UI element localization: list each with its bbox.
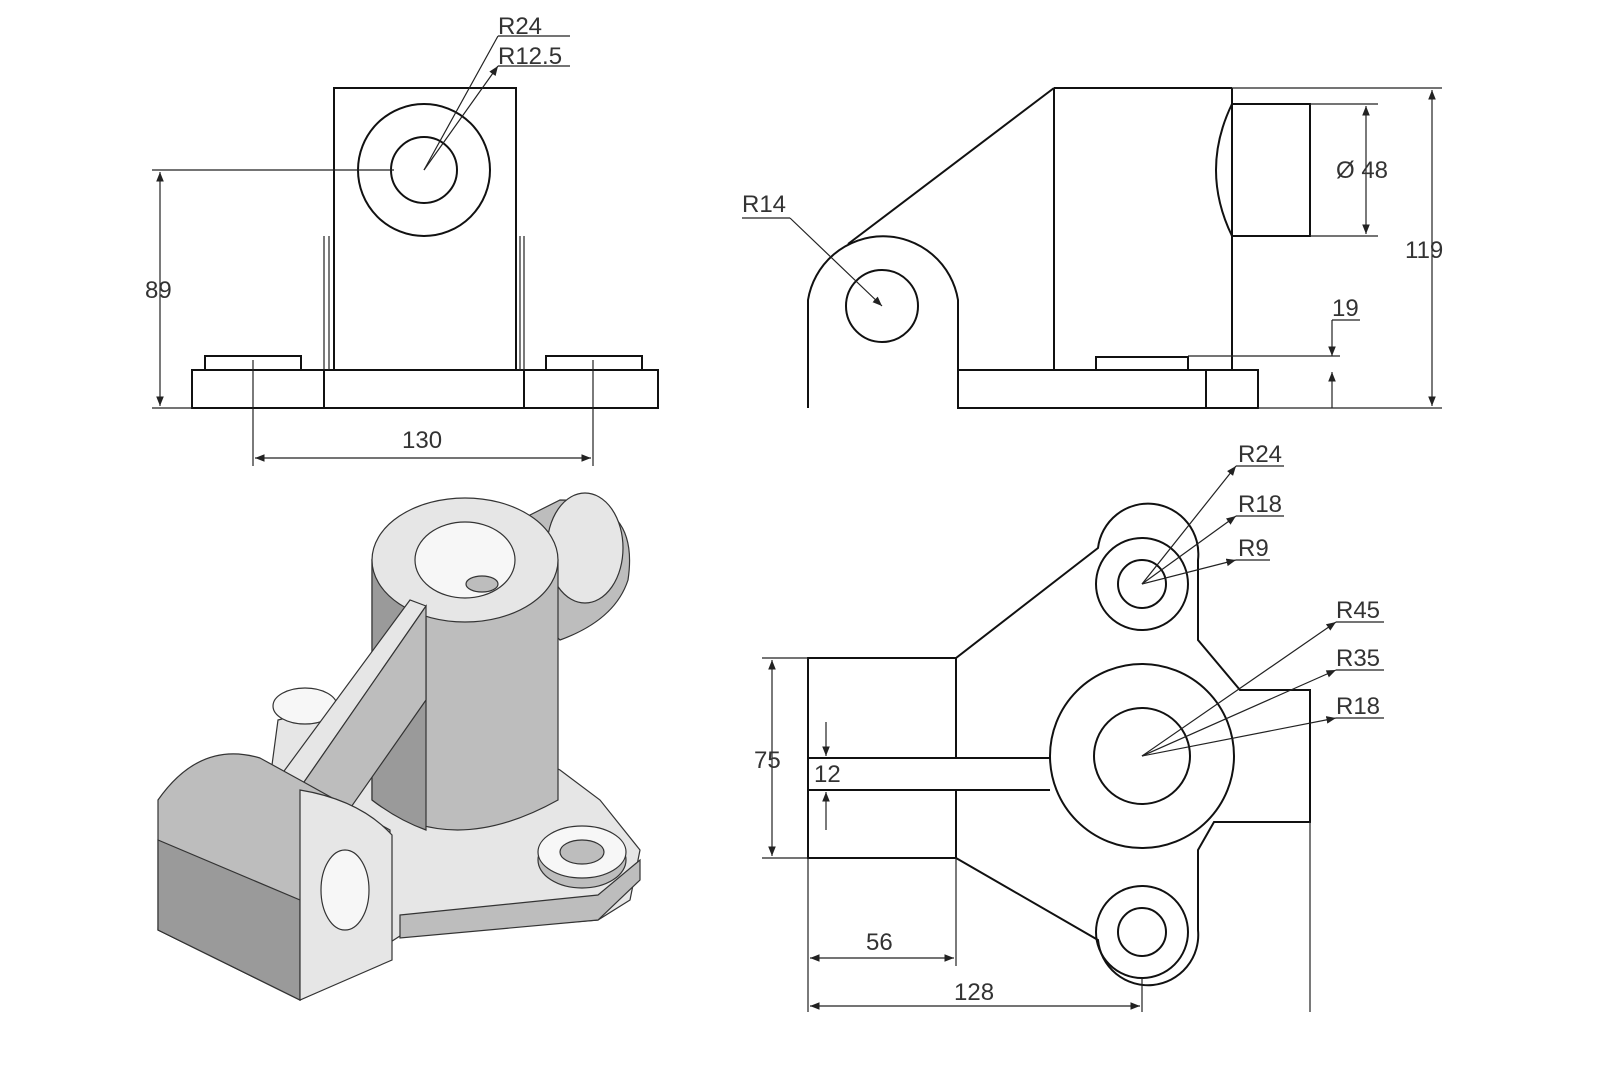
top-r-boss-mid-label: R35 <box>1336 645 1380 672</box>
side-radius-label: R14 <box>742 191 786 218</box>
top-view: R24 R18 R9 R45 R35 R18 75 12 56 128 <box>754 441 1384 1012</box>
side-total-height-label: 119 <box>1405 237 1443 264</box>
top-total-len-label: 128 <box>954 979 994 1006</box>
top-r-boss-inner-label: R18 <box>1336 693 1380 720</box>
top-r-boss-outer-label: R45 <box>1336 597 1380 624</box>
front-width-label: 130 <box>402 427 442 454</box>
isometric-view <box>157 492 641 1001</box>
top-slot-width-label: 12 <box>814 761 841 788</box>
front-view: R24 R12.5 89 130 <box>145 13 659 466</box>
side-base-label: 19 <box>1332 295 1359 322</box>
front-r-outer-label: R24 <box>498 13 542 40</box>
top-r-ear-inner-label: R9 <box>1238 535 1269 562</box>
top-r-ear-mid-label: R18 <box>1238 491 1282 518</box>
top-block-height-label: 75 <box>754 747 781 774</box>
top-block-len-label: 56 <box>866 929 893 956</box>
side-diameter-label: Ø 48 <box>1336 157 1388 184</box>
side-view: R14 Ø 48 119 19 <box>742 87 1443 409</box>
front-r-inner-label: R12.5 <box>498 43 562 70</box>
top-r-ear-outer-label: R24 <box>1238 441 1282 468</box>
front-height-label: 89 <box>145 277 172 304</box>
